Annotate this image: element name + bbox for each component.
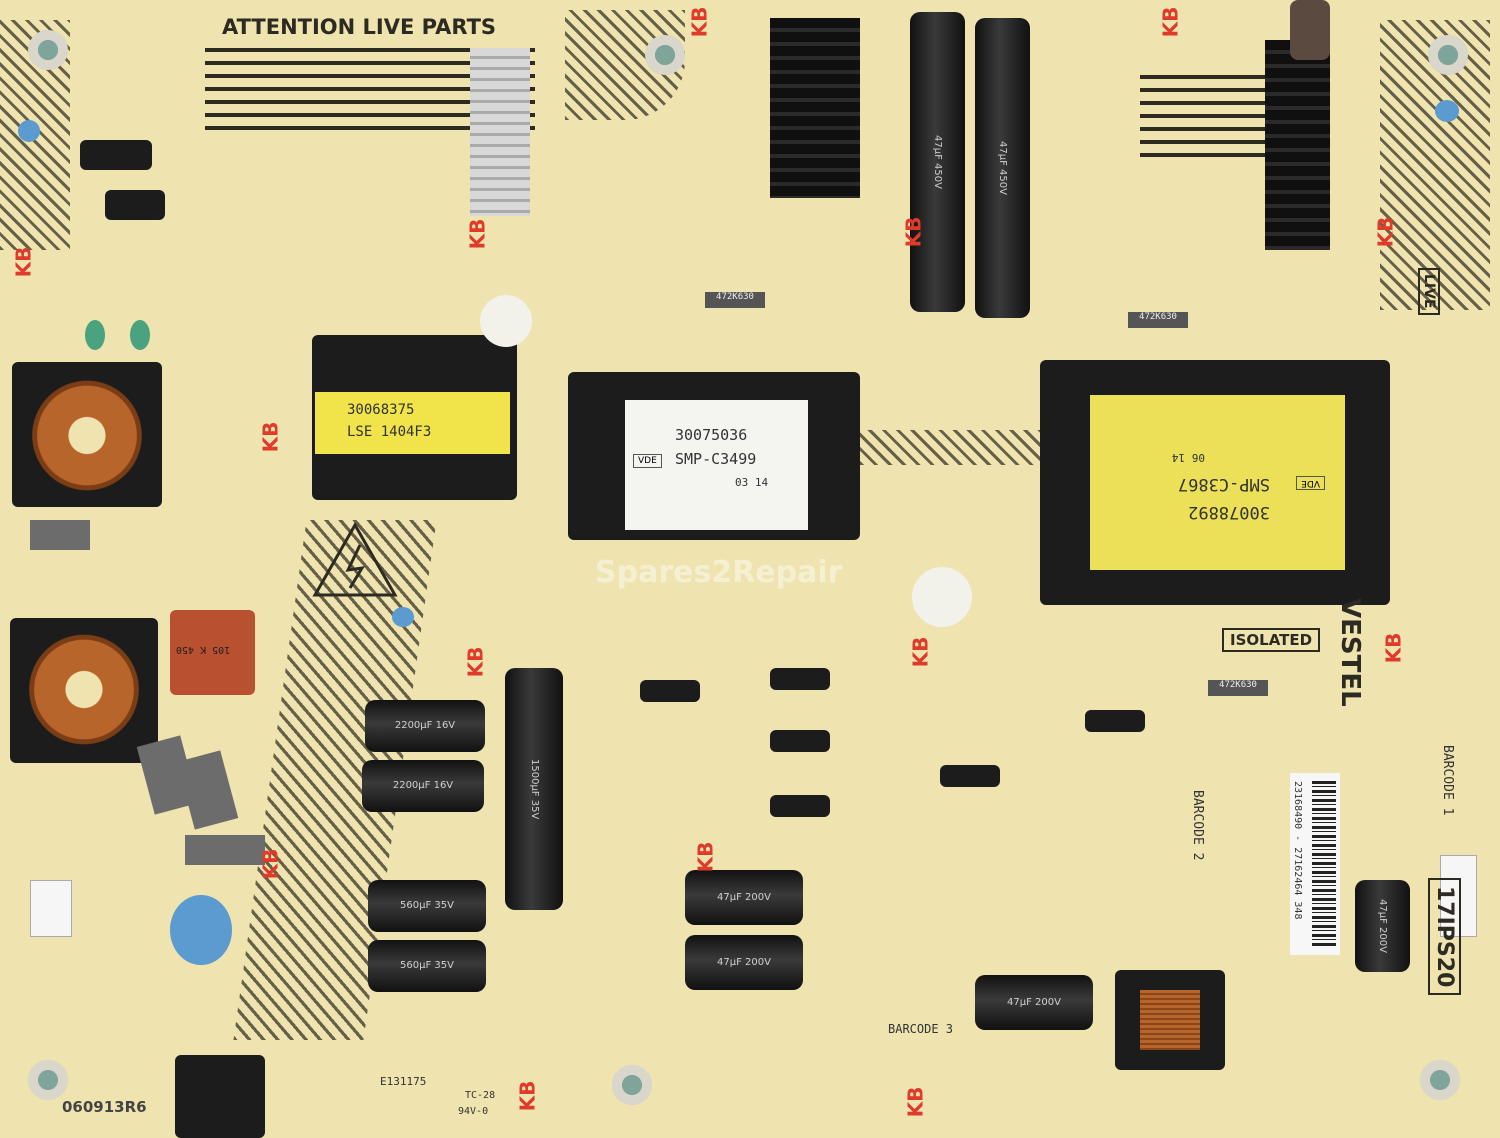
diode bbox=[640, 680, 700, 702]
fuse-choke bbox=[105, 190, 165, 220]
mounting-hole bbox=[28, 1060, 68, 1100]
film-capacitor: 472K630 bbox=[705, 292, 765, 308]
film-capacitor: 472K630 bbox=[1208, 680, 1268, 696]
heatsink bbox=[770, 18, 860, 198]
power-connector bbox=[30, 880, 72, 937]
isolated-label: ISOLATED bbox=[1222, 628, 1321, 652]
bulk-capacitor: 47µF 450V bbox=[910, 12, 965, 312]
warning-text: ATTENTION LIVE PARTS bbox=[222, 15, 497, 39]
mounting-hole bbox=[1428, 35, 1468, 75]
diode bbox=[770, 730, 830, 752]
varistor bbox=[170, 895, 232, 965]
inverter-connector bbox=[175, 1055, 265, 1138]
kb-mark: KB bbox=[515, 1080, 540, 1112]
barcode-2-label: BARCODE 2 bbox=[1190, 790, 1205, 861]
heatsink bbox=[1265, 40, 1330, 250]
standoff bbox=[912, 567, 972, 627]
electrolytic-capacitor: 560µF 35V bbox=[368, 880, 486, 932]
ceramic-capacitor bbox=[392, 607, 414, 627]
bulk-capacitor: 47µF 450V bbox=[975, 18, 1030, 318]
y-capacitor bbox=[185, 835, 265, 865]
kb-mark: KB bbox=[908, 636, 933, 668]
electrolytic-capacitor: 47µF 200V bbox=[1355, 880, 1410, 972]
kb-mark: KB bbox=[1381, 632, 1406, 664]
transformer-label: 30075036 VDE SMP-C3499 03 14 bbox=[625, 400, 808, 530]
electrolytic-capacitor: 1500µF 35V bbox=[505, 668, 563, 910]
mounting-hole bbox=[612, 1065, 652, 1105]
thermistor bbox=[85, 320, 105, 350]
vestel-logo: VESTEL bbox=[1335, 598, 1365, 707]
kb-mark: KB bbox=[258, 421, 283, 453]
diode bbox=[770, 795, 830, 817]
ul-code: E131175 bbox=[380, 1075, 427, 1088]
electrolytic-capacitor: 2200µF 16V bbox=[362, 760, 484, 812]
barcode bbox=[1312, 781, 1336, 946]
diode bbox=[770, 668, 830, 690]
electrolytic-capacitor: 47µF 200V bbox=[975, 975, 1093, 1030]
copper-coil bbox=[28, 378, 146, 493]
hatch-area bbox=[860, 430, 1050, 465]
mounting-hole bbox=[1420, 1060, 1460, 1100]
kb-mark: KB bbox=[687, 6, 712, 38]
kb-mark: KB bbox=[11, 246, 36, 278]
x-capacitor: 105 K 450 bbox=[170, 610, 255, 695]
kb-mark: KB bbox=[465, 218, 490, 250]
kb-mark: KB bbox=[1373, 216, 1398, 248]
kb-mark: KB bbox=[903, 1086, 928, 1118]
barcode-sticker: 23168490 - 27162464 348 bbox=[1290, 773, 1340, 955]
diode bbox=[940, 765, 1000, 787]
thermistor bbox=[130, 320, 150, 350]
transformer-label: 30078892 VDE SMP-C3867 06 14 bbox=[1090, 395, 1345, 570]
fuse-choke bbox=[80, 140, 152, 170]
vde-mark: VDE bbox=[633, 454, 662, 468]
trace-stripes bbox=[1140, 75, 1280, 165]
ceramic-capacitor bbox=[18, 120, 40, 142]
heatsink-silver bbox=[470, 48, 530, 216]
mounting-hole bbox=[28, 30, 68, 70]
diode bbox=[1085, 710, 1145, 732]
pcb-rating: 94V-0 bbox=[458, 1106, 489, 1117]
vde-mark: VDE bbox=[1296, 476, 1325, 490]
high-voltage-warning-icon bbox=[312, 521, 398, 597]
model-label: 17IPS20 bbox=[1428, 878, 1461, 996]
part-number: 060913R6 bbox=[62, 1098, 147, 1116]
kb-mark: KB bbox=[463, 646, 488, 678]
standoff bbox=[480, 295, 532, 347]
y-capacitor bbox=[30, 520, 90, 550]
pcb-type: TC-28 bbox=[465, 1090, 496, 1101]
output-connector bbox=[1440, 855, 1477, 937]
electrolytic-capacitor: 47µF 200V bbox=[685, 870, 803, 925]
copper-coil bbox=[25, 632, 143, 747]
mounting-hole bbox=[645, 35, 685, 75]
small-capacitor bbox=[1290, 0, 1330, 60]
transformer-label: 30068375 LSE 1404F3 bbox=[315, 392, 510, 454]
kb-mark: KB bbox=[693, 841, 718, 873]
electrolytic-capacitor: 2200µF 16V bbox=[365, 700, 485, 752]
film-capacitor: 472K630 bbox=[1128, 312, 1188, 328]
electrolytic-capacitor: 560µF 35V bbox=[368, 940, 486, 992]
barcode-1-label: BARCODE 1 bbox=[1440, 745, 1455, 816]
ceramic-capacitor bbox=[1435, 100, 1459, 122]
electrolytic-capacitor: 47µF 200V bbox=[685, 935, 803, 990]
watermark: Spares2Repair bbox=[595, 555, 843, 590]
kb-mark: KB bbox=[901, 216, 926, 248]
kb-mark: KB bbox=[258, 848, 283, 880]
live-label: LIVE bbox=[1418, 268, 1440, 315]
copper-winding bbox=[1140, 990, 1200, 1050]
kb-mark: KB bbox=[1158, 6, 1183, 38]
barcode-3-label: BARCODE 3 bbox=[888, 1022, 954, 1036]
